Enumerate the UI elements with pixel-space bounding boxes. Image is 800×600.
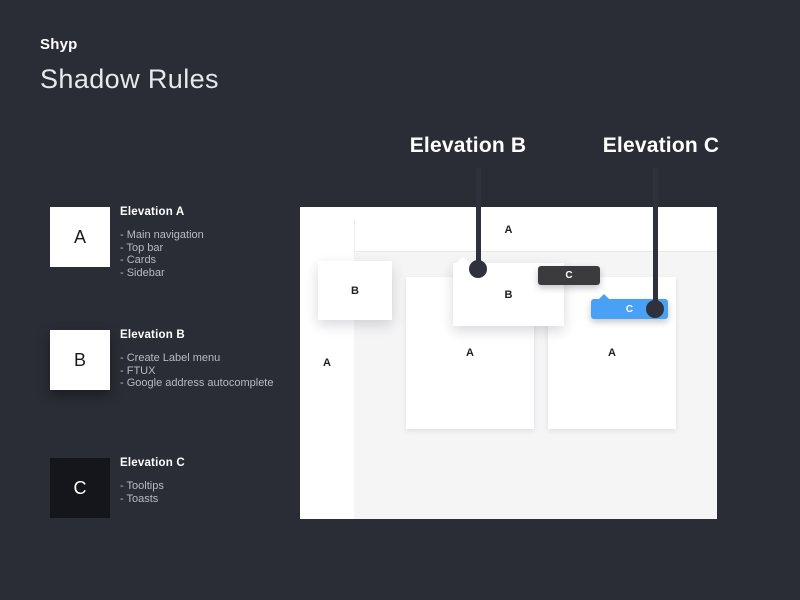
callout-line-b xyxy=(476,168,481,270)
legend-item: - Toasts xyxy=(120,492,159,505)
legend-item: - Create Label menu xyxy=(120,352,221,364)
legend-letter-b: B xyxy=(73,349,86,370)
mockup-topbar-label: A xyxy=(504,224,513,236)
callout-dot-b xyxy=(469,260,487,278)
legend-block-a: Elevation A - Main navigation - Top bar … xyxy=(120,206,320,279)
mockup-card-left-label: A xyxy=(466,347,474,359)
mockup-card-right-label: A xyxy=(608,347,616,359)
toast-caret-icon xyxy=(599,294,609,299)
menu-caret-icon xyxy=(456,257,470,263)
legend-item: - Sidebar xyxy=(120,266,165,279)
callout-label-elevation-b: Elevation B xyxy=(409,134,527,157)
legend-letter-c: C xyxy=(73,477,87,498)
mockup-sidebar-label: A xyxy=(323,357,331,369)
legend-swatch-c: C xyxy=(50,458,110,518)
legend-item: - Google address autocomplete xyxy=(120,377,274,390)
legend-item: - Tooltips xyxy=(120,480,164,492)
legend-title-c: Elevation C xyxy=(120,457,185,469)
callout-dot-c xyxy=(646,300,664,318)
legend-item: - FTUX xyxy=(120,364,156,377)
mockup-menu-left-label: B xyxy=(351,284,359,297)
mockup-tooltip-c: C xyxy=(538,266,600,285)
legend-title-a: Elevation A xyxy=(120,206,185,218)
mockup-menu-b-left: B xyxy=(318,261,392,320)
page-title: Shadow Rules xyxy=(40,64,219,94)
legend-block-c: Elevation C - Tooltips - Toasts xyxy=(120,457,320,505)
mockup-tooltip-label: C xyxy=(565,270,573,281)
legend-item: - Top bar xyxy=(120,241,164,254)
legend-item: - Main navigation xyxy=(120,229,204,241)
mockup-toast-label: C xyxy=(625,303,634,315)
legend-letter-a: A xyxy=(73,226,86,247)
legend-swatch-b: B xyxy=(50,330,110,390)
callout-line-c xyxy=(653,168,658,310)
callout-label-elevation-c: Elevation C xyxy=(602,134,720,157)
legend-swatch-a: A xyxy=(50,207,110,267)
topbar-divider xyxy=(354,220,355,251)
legend-block-b: Elevation B - Create Label menu - FTUX -… xyxy=(120,329,320,390)
brand-logo: Shyp xyxy=(40,36,78,53)
mockup-menu-center-label: B xyxy=(504,288,513,301)
legend-title-b: Elevation B xyxy=(120,329,185,341)
legend-item: - Cards xyxy=(120,254,157,267)
